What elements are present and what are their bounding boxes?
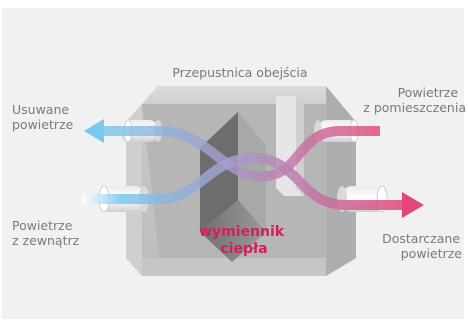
- exhaust-air-flow: [104, 126, 380, 182]
- supply-air-label: Dostarczane powietrze: [382, 231, 464, 261]
- supply-air-flow: [82, 152, 402, 210]
- arrow-right-icon: [402, 192, 424, 218]
- room-air-label: Powietrze z pomieszczenia: [363, 85, 466, 115]
- bypass-damper-label: Przepustnica obejścia: [172, 65, 307, 80]
- arrow-left-icon: [84, 119, 104, 143]
- exhaust-air-label: Usuwane powietrze: [12, 102, 74, 132]
- outdoor-air-label: Powietrze z zewnątrz: [12, 218, 80, 248]
- heat-exchanger-label: wymiennik ciepła: [199, 224, 289, 257]
